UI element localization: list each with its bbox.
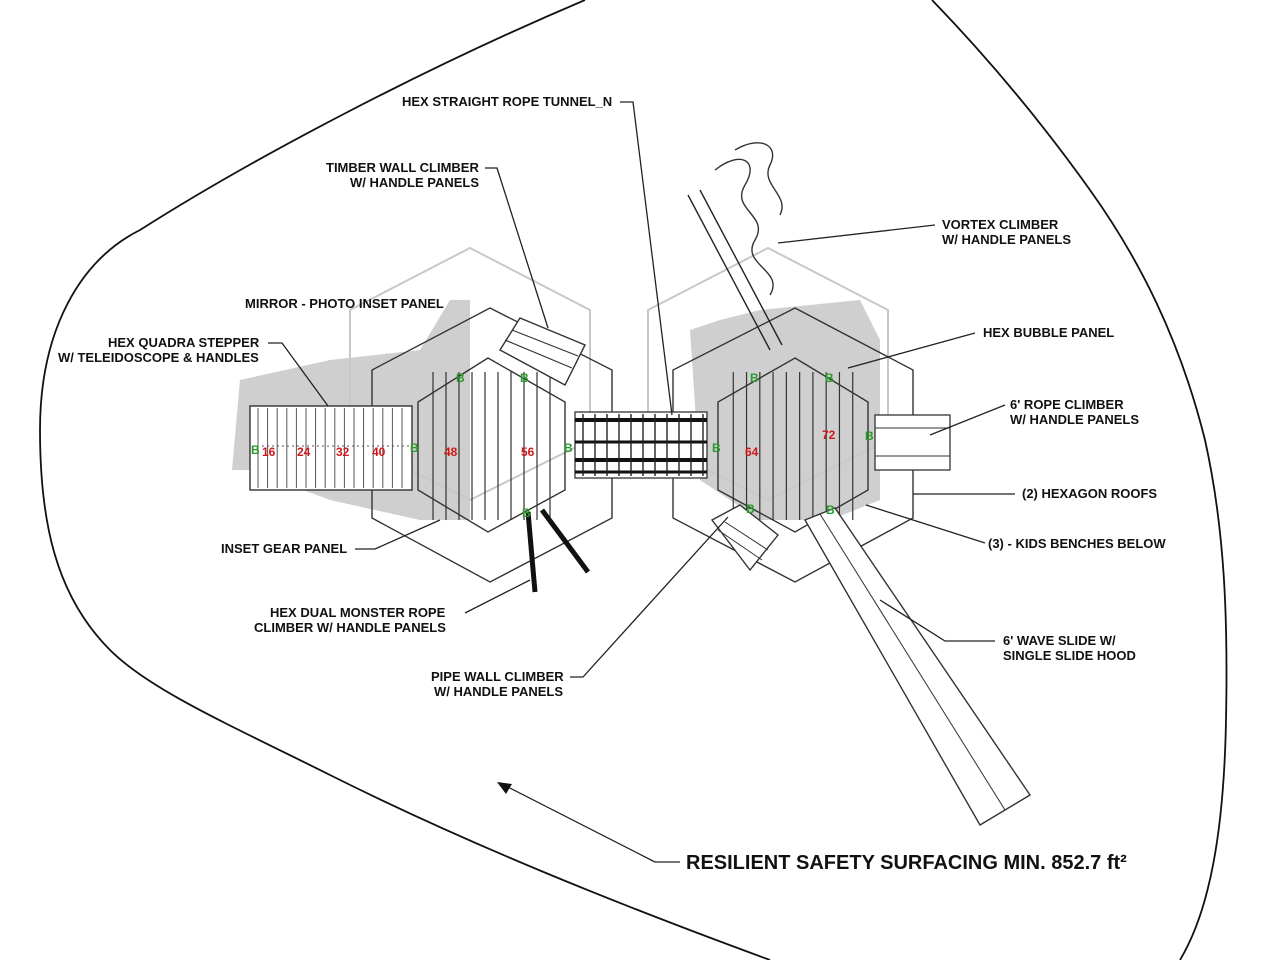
label-benches: (3) - KIDS BENCHES BELOW xyxy=(988,536,1166,551)
deck-height-label: 24 xyxy=(297,445,311,459)
label-vortex-2: W/ HANDLE PANELS xyxy=(942,232,1071,247)
bench-markers: B B B B B B B B B B B B xyxy=(251,371,874,520)
deck-height-label: 56 xyxy=(521,445,535,459)
roof-ghost-left xyxy=(349,246,591,502)
shadow-right xyxy=(690,300,880,520)
deck-right xyxy=(717,357,869,533)
leader-bubble xyxy=(847,332,976,369)
roof-ghost-right xyxy=(647,246,889,502)
bench-marker: B xyxy=(410,441,419,455)
label-timber-wall-1: TIMBER WALL CLIMBER xyxy=(326,160,479,175)
bench-marker: B xyxy=(564,441,573,455)
deck-height-label: 32 xyxy=(336,445,350,459)
label-mirror: MIRROR - PHOTO INSET PANEL xyxy=(245,296,444,311)
hexagon-roof-left xyxy=(371,307,613,583)
deck-height-label: 72 xyxy=(822,428,836,442)
bench-marker: B xyxy=(750,371,759,385)
label-monster-2: CLIMBER W/ HANDLE PANELS xyxy=(254,620,446,635)
label-rope-climber-1: 6' ROPE CLIMBER xyxy=(1010,397,1124,412)
hexagon-roof-right xyxy=(672,307,914,583)
leader-slide xyxy=(879,599,995,642)
leader-pipe xyxy=(570,516,729,678)
deck-height-label: 16 xyxy=(262,445,276,459)
rope-climber-6ft xyxy=(874,414,951,471)
leader-monster xyxy=(464,579,531,614)
leader-timber-wall xyxy=(485,167,549,329)
bench-marker: B xyxy=(456,371,465,385)
timber-wall-climber xyxy=(499,317,586,386)
label-gear: INSET GEAR PANEL xyxy=(221,541,347,556)
leader-benches xyxy=(865,504,986,544)
label-monster-1: HEX DUAL MONSTER ROPE xyxy=(270,605,446,620)
label-rope-tunnel: HEX STRAIGHT ROPE TUNNEL_N xyxy=(402,94,612,109)
surfacing-leader xyxy=(499,782,656,863)
label-rope-climber-2: W/ HANDLE PANELS xyxy=(1010,412,1139,427)
label-pipe-1: PIPE WALL CLIMBER xyxy=(431,669,564,684)
label-slide-1: 6' WAVE SLIDE W/ xyxy=(1003,633,1116,648)
label-pipe-2: W/ HANDLE PANELS xyxy=(434,684,563,699)
pipe-wall-climber xyxy=(710,504,779,572)
label-roofs: (2) HEXAGON ROOFS xyxy=(1022,486,1157,501)
bench-marker: B xyxy=(746,502,755,516)
bench-marker: B xyxy=(712,441,721,455)
deck-height-label: 64 xyxy=(745,445,759,459)
deck-left xyxy=(417,357,566,533)
leader-gear xyxy=(355,519,441,550)
label-vortex-1: VORTEX CLIMBER xyxy=(942,217,1059,232)
label-surfacing: RESILIENT SAFETY SURFACING MIN. 852.7 ft… xyxy=(686,852,1127,874)
safety-surfacing-boundary xyxy=(39,0,1228,960)
label-slide-2: SINGLE SLIDE HOOD xyxy=(1003,648,1136,663)
bench-marker: B xyxy=(825,371,834,385)
leader-rope-tunnel xyxy=(620,101,673,416)
leader-rope-climber xyxy=(929,404,1006,436)
surfacing-arrowhead xyxy=(497,782,512,794)
rope-tunnel-rungs xyxy=(582,414,704,476)
bench-marker: B xyxy=(251,443,260,457)
label-quadra-1: HEX QUADRA STEPPER xyxy=(108,335,260,350)
leader-vortex xyxy=(777,224,936,244)
bench-marker: B xyxy=(826,503,835,517)
monster-rope-climber xyxy=(525,508,591,593)
wave-slide xyxy=(803,507,1031,826)
label-timber-wall-2: W/ HANDLE PANELS xyxy=(350,175,479,190)
bench-marker: B xyxy=(865,429,874,443)
deck-height-label: 48 xyxy=(444,445,458,459)
stepper-slats xyxy=(257,408,403,488)
label-quadra-2: W/ TELEIDOSCOPE & HANDLES xyxy=(58,350,259,365)
deck-heights: 16 24 32 40 48 56 64 72 xyxy=(262,428,836,459)
rope-tunnel xyxy=(574,411,708,479)
vortex-climber xyxy=(687,142,783,351)
label-bubble: HEX BUBBLE PANEL xyxy=(983,325,1114,340)
deck-height-label: 40 xyxy=(372,445,386,459)
bench-marker: B xyxy=(520,371,529,385)
bench-marker: B xyxy=(522,506,531,520)
leader-quadra xyxy=(268,342,329,407)
